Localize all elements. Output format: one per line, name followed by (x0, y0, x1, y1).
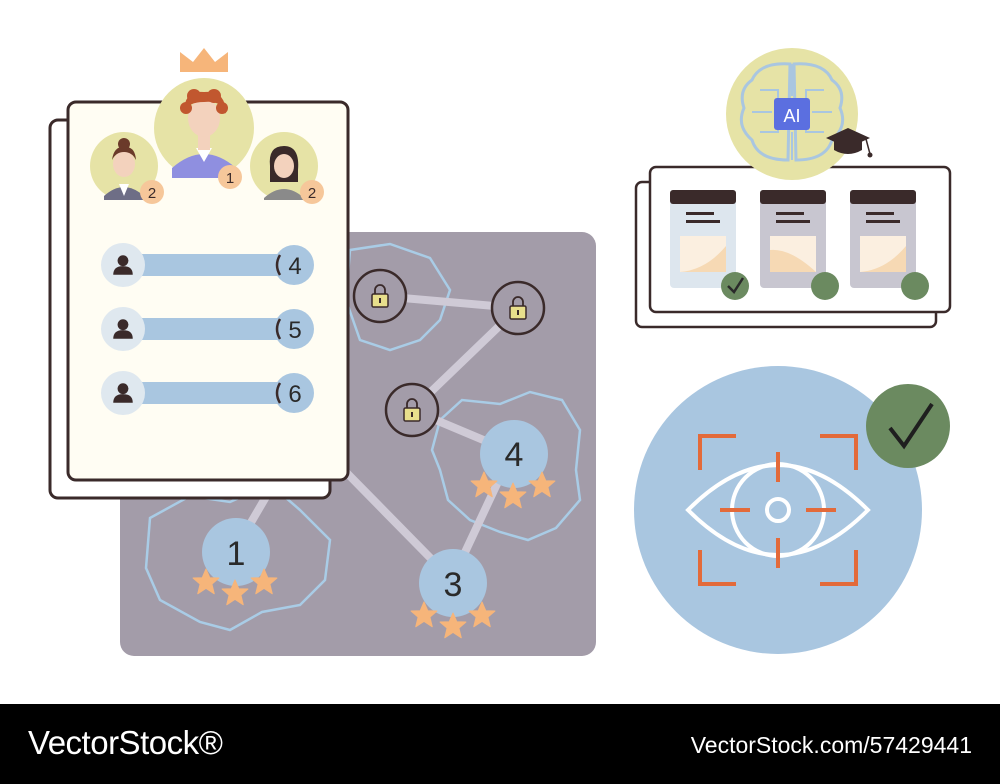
eye-icon (685, 452, 871, 568)
winner-avatar (154, 78, 254, 178)
level-node-4[interactable]: 4 (470, 420, 556, 509)
level-number: 4 (505, 436, 524, 474)
course-card[interactable] (670, 190, 749, 300)
row-rank: 5 (288, 317, 301, 344)
runner-up-avatar-left (90, 132, 158, 200)
map-region-outline (430, 390, 582, 542)
svg-text:1: 1 (226, 170, 234, 187)
ai-brain: AI (726, 48, 858, 180)
runner-up-avatar-right (250, 132, 318, 200)
course-card[interactable] (760, 190, 839, 300)
leaderboard-row[interactable]: 5 (101, 307, 314, 351)
level-node-1[interactable]: 1 (192, 518, 278, 606)
level-number: 1 (227, 535, 246, 573)
course-card[interactable] (850, 190, 929, 300)
row-rank: 6 (288, 381, 301, 408)
image-id: VectorStock.com/57429441 (690, 732, 972, 758)
map-region-outline (344, 242, 452, 352)
rank-badge: 1 (218, 165, 242, 189)
eye-scan-verification (634, 366, 950, 654)
locked-level-node[interactable] (490, 280, 546, 336)
brand-logo: VectorStock® (28, 724, 223, 761)
graduation-cap-icon (826, 128, 873, 158)
verified-check-badge (866, 384, 950, 468)
scan-frame (698, 434, 858, 586)
locked-level-node[interactable] (384, 382, 440, 438)
leaderboard-row[interactable]: 6 (101, 371, 314, 415)
ai-badge-label: AI (783, 106, 800, 126)
svg-text:2: 2 (148, 185, 156, 202)
level-node-3[interactable]: 3 (410, 549, 496, 639)
ai-course-panel: AI (634, 48, 952, 329)
checkmark-icon (888, 402, 934, 450)
level-number: 3 (444, 566, 463, 604)
illustration-scene: 1 3 4 (48, 48, 952, 656)
watermark-footer: VectorStock® VectorStock.com/57429441 (0, 704, 1000, 784)
leaderboard-row[interactable]: 4 (101, 243, 314, 287)
leaderboard-card: 1 2 2 (48, 48, 350, 500)
rank-badge: 2 (300, 180, 324, 204)
locked-level-node[interactable] (352, 268, 408, 324)
crown-icon (180, 48, 228, 72)
svg-text:2: 2 (308, 185, 316, 202)
row-rank: 4 (288, 253, 301, 280)
rank-badge: 2 (140, 180, 164, 204)
checkmark-icon (727, 277, 745, 294)
